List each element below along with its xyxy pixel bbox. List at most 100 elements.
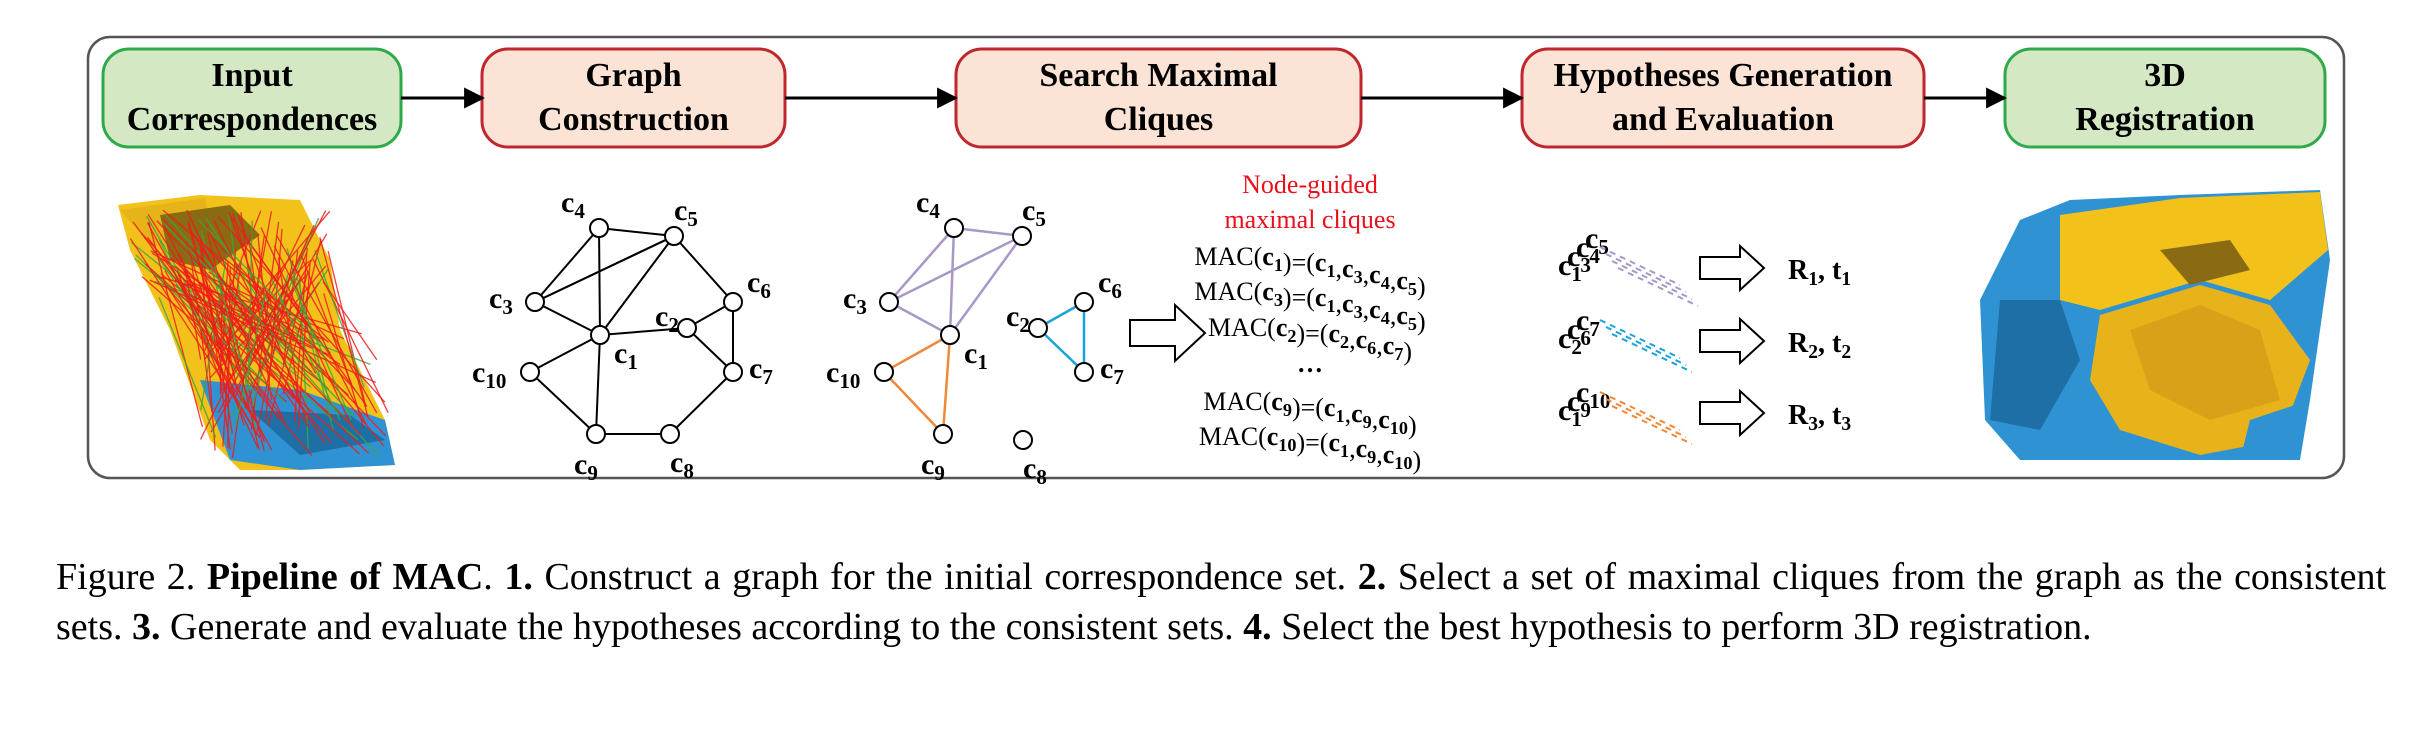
hyp-dashed-line [1605,398,1687,438]
graph-label-c9: c9 [574,448,598,485]
hyp-dashed-line [1611,333,1693,373]
clique-edge [883,333,951,374]
hyp-1-label-c4: c4 [1576,231,1600,268]
graph-label-c1: c1 [614,337,638,374]
pipeline-figure: InputCorrespondencesGraphConstructionSea… [86,35,2346,489]
clique-node-c9 [933,424,953,444]
mac-entry-4: MAC(c9)=(c1,c9,c10) [1203,387,1416,440]
hyp-dashed-line [1611,405,1693,445]
clique-1 [888,226,1024,337]
graph-edge [669,371,734,435]
stage-1-line2: Correspondences [127,101,378,138]
graph-label-c2: c2 [655,300,679,337]
clique-edge [888,234,1023,304]
clique-node-c4 [944,218,964,238]
clique-label-c1: c1 [964,337,988,374]
graph-node-c10 [520,362,540,382]
clique-node-c5 [1012,226,1032,246]
graph-label-c3: c3 [489,282,513,319]
graph-edge [534,301,601,336]
graph-label-c7: c7 [749,352,773,389]
graph-node-c6 [723,292,743,312]
hyp-3-label-c10: c10 [1576,376,1610,413]
clique-label-c2: c2 [1006,300,1030,337]
clique-label-c9: c9 [921,448,945,485]
caption-step1: Construct a graph for the initial corres… [544,556,1347,598]
clique-node-c8 [1013,430,1033,450]
caption-step2: Select a set of maximal cliques from the… [56,556,2387,648]
caption-step4-number: 4. [1243,606,1272,648]
stage-2-line2: Construction [538,101,729,138]
hyp-1-label-c5: c5 [1585,222,1609,259]
clique-edge [883,371,944,435]
caption-step4: Select the best hypothesis to perform 3D… [1281,606,2092,648]
graph-edge [534,227,600,303]
clique-edge [953,226,1023,238]
mac-heading-line1: Node-guided [1242,170,1378,199]
stage-1-line1: Input [211,57,293,94]
caption-step3-number: 3. [132,606,161,648]
hollow-arrow-icon [1129,302,1207,364]
clique-label-c7: c7 [1100,352,1124,389]
graph-node-c5 [664,226,684,246]
clique-node-c6 [1074,292,1094,312]
hyp-2-label-c2: c2 [1558,322,1582,359]
caption-step3: Generate and evaluate the hypotheses acc… [170,606,1234,648]
graph-edge [599,327,688,336]
mac-heading-line2: maximal cliques [1224,205,1395,234]
graph-edge [686,327,734,373]
graph-edge [529,371,597,435]
clique-3 [883,333,952,435]
input-correspondences-image [118,195,395,470]
correspondence-lines [129,209,389,459]
graph-edge [595,334,601,435]
hyp-3-label-c1: c1 [1558,394,1582,431]
mac-entry-3: MAC(c2)=(c2,c6,c7) [1208,313,1412,366]
clique-label-c8: c8 [1023,452,1047,489]
caption-step1-number: 1. [504,556,533,598]
hyp-1-rt: R1, t1 [1788,255,1851,290]
clique-edge [888,300,951,337]
clique-label-c6: c6 [1098,266,1122,303]
graph-node-c9 [586,424,606,444]
clique-edge [1037,327,1085,373]
graph-edge [529,334,601,373]
graph-node-c3 [525,292,545,312]
graph-edge [534,235,675,303]
caption-fig-label: Figure 2. [56,556,196,598]
hyp-2-label-c7: c7 [1576,304,1600,341]
hyp-dashed-line [1617,267,1699,307]
graph-label-c4: c4 [561,186,585,223]
stage-3-line1: Search Maximal [1039,57,1277,94]
clique-edge [888,227,955,303]
hyp-dashed-line [1605,326,1687,366]
hyp-arrow-icon [1699,316,1766,366]
clique-node-c10 [874,362,894,382]
hyp-1-label-c3: c3 [1567,240,1591,277]
hyp-3-rt: R3, t3 [1788,400,1851,435]
clique-label-c4: c4 [916,186,940,223]
clique-label-c3: c3 [843,282,867,319]
graph-label-c6: c6 [747,266,771,303]
graph-node-c1 [590,325,610,345]
clique-edge [941,334,952,435]
stage-3-line2: Cliques [1104,101,1214,138]
graph-label-c8: c8 [670,446,694,483]
graph-edge [599,235,675,336]
graph-node-c4 [589,218,609,238]
mac-entry-1: MAC(c1)=(c1,c3,c4,c5) [1194,242,1425,301]
hyp-arrow-icon [1699,388,1766,438]
hyp-dashed-line [1599,246,1681,286]
graph-label-c5: c5 [674,194,698,231]
clique-node-c2 [1028,318,1048,338]
hyp-dashed-line [1605,253,1687,293]
graph-edge [598,227,601,336]
caption-step2-number: 2. [1357,556,1387,598]
hyp-dashed-line [1599,319,1681,359]
hyp-2-label-c6: c6 [1567,313,1591,350]
registration-result-image [1980,190,2330,460]
